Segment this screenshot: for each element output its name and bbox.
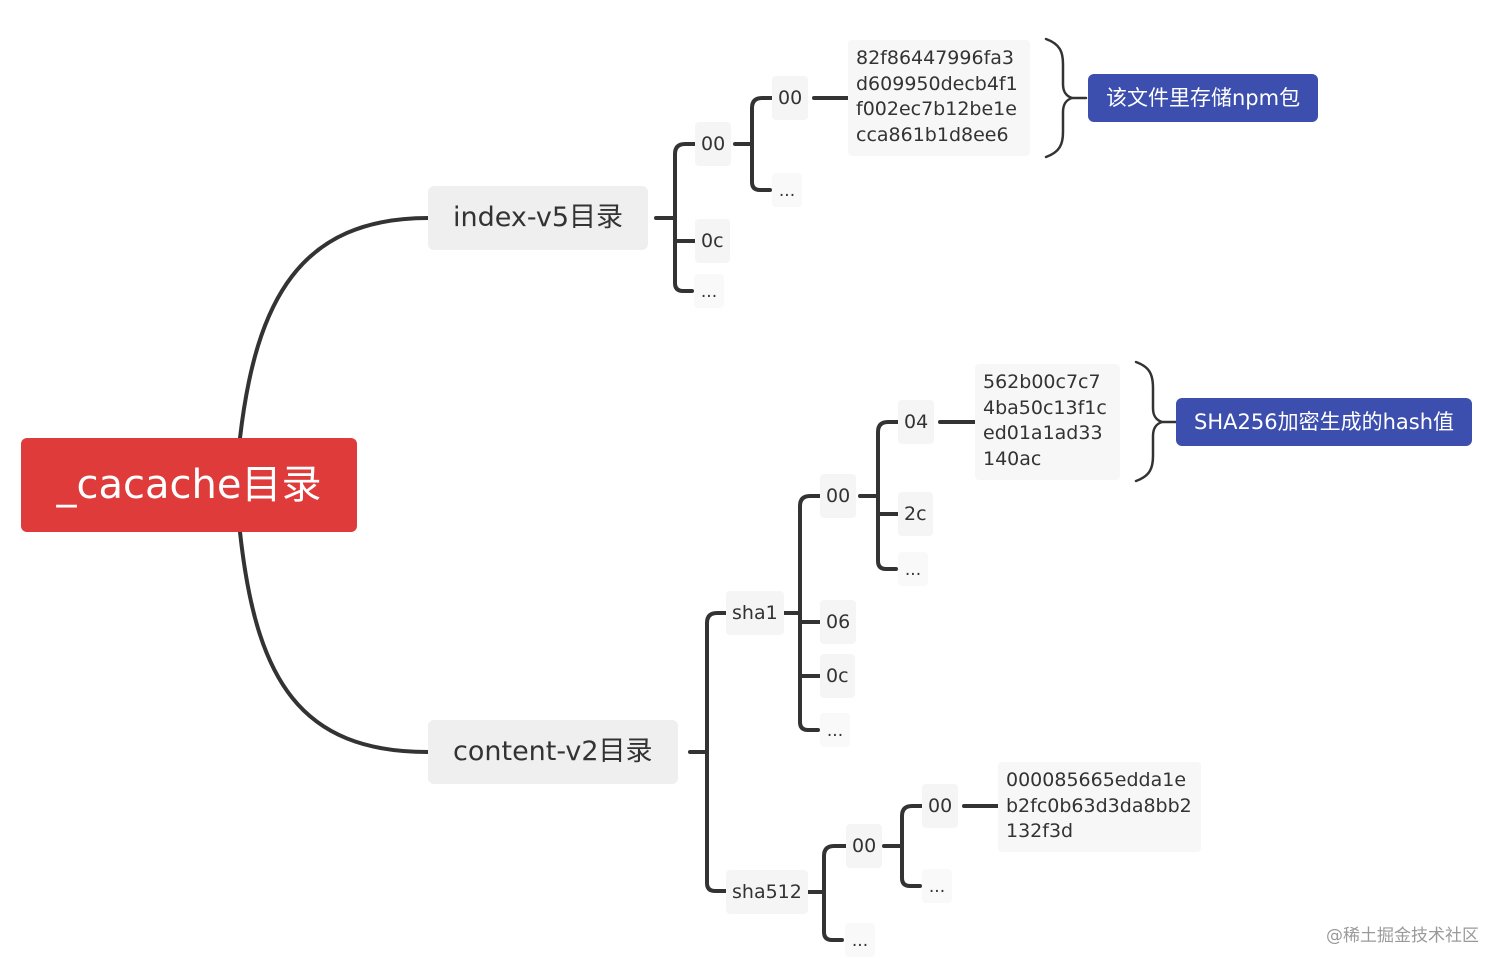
root-node[interactable]: _cacache目录 [21,438,357,532]
connector-root-content [238,530,430,754]
sha512-00-more-node[interactable]: ... [922,869,952,903]
index-hash-node[interactable]: 82f86447996fa3d609950decb4f1f002ec7b12be… [848,40,1030,156]
index-00-node[interactable]: 00 [695,122,732,166]
sha512-00-00-node[interactable]: 00 [922,784,959,828]
watermark: @稀土掘金技术社区 [1326,926,1479,946]
sha1-00-more-node[interactable]: ... [898,552,928,586]
connector-root-index [238,216,430,440]
sha512-node[interactable]: sha512 [726,870,808,914]
sha1-00-node[interactable]: 00 [820,474,857,518]
sha512-more-node[interactable]: ... [845,923,875,957]
index-more-node[interactable]: ... [694,274,724,308]
sha1-node[interactable]: sha1 [726,591,784,635]
connector-sha1-bracket [780,494,822,732]
connector-sha512-bracket [804,844,848,942]
index-00-00-node[interactable]: 00 [772,76,809,120]
sha512-00-node[interactable]: 00 [846,824,883,868]
connector-sha1-00-bracket [858,420,900,571]
summary-brace-sha1 [1134,360,1166,483]
index-callout[interactable]: 该文件里存储npm包 [1088,74,1319,122]
sha1-0c-node[interactable]: 0c [820,654,855,698]
sha1-hash-node[interactable]: 562b00c7c74ba50c13f1ced01a1ad33140ac [975,364,1120,480]
sha512-hash-node[interactable]: 000085665edda1eb2fc0b63d3da8bb2132f3d [998,762,1201,852]
connector-sha512-00-bracket [882,804,924,888]
index-v5-node[interactable]: index-v5目录 [428,186,649,250]
sha1-callout[interactable]: SHA256加密生成的hash值 [1176,398,1472,446]
sha1-more-node[interactable]: ... [820,713,850,747]
sha1-00-04-node[interactable]: 04 [898,400,935,444]
summary-brace-index [1044,37,1076,159]
content-v2-node[interactable]: content-v2目录 [428,720,678,784]
connector-content-bracket [688,611,730,893]
sha1-00-2c-node[interactable]: 2c [898,492,933,536]
sha1-06-node[interactable]: 06 [820,600,857,644]
index-00-more-node[interactable]: ... [772,173,802,207]
connector-index-00-bracket [733,96,774,192]
index-0c-node[interactable]: 0c [695,219,730,263]
connector-index-bracket [654,142,697,293]
